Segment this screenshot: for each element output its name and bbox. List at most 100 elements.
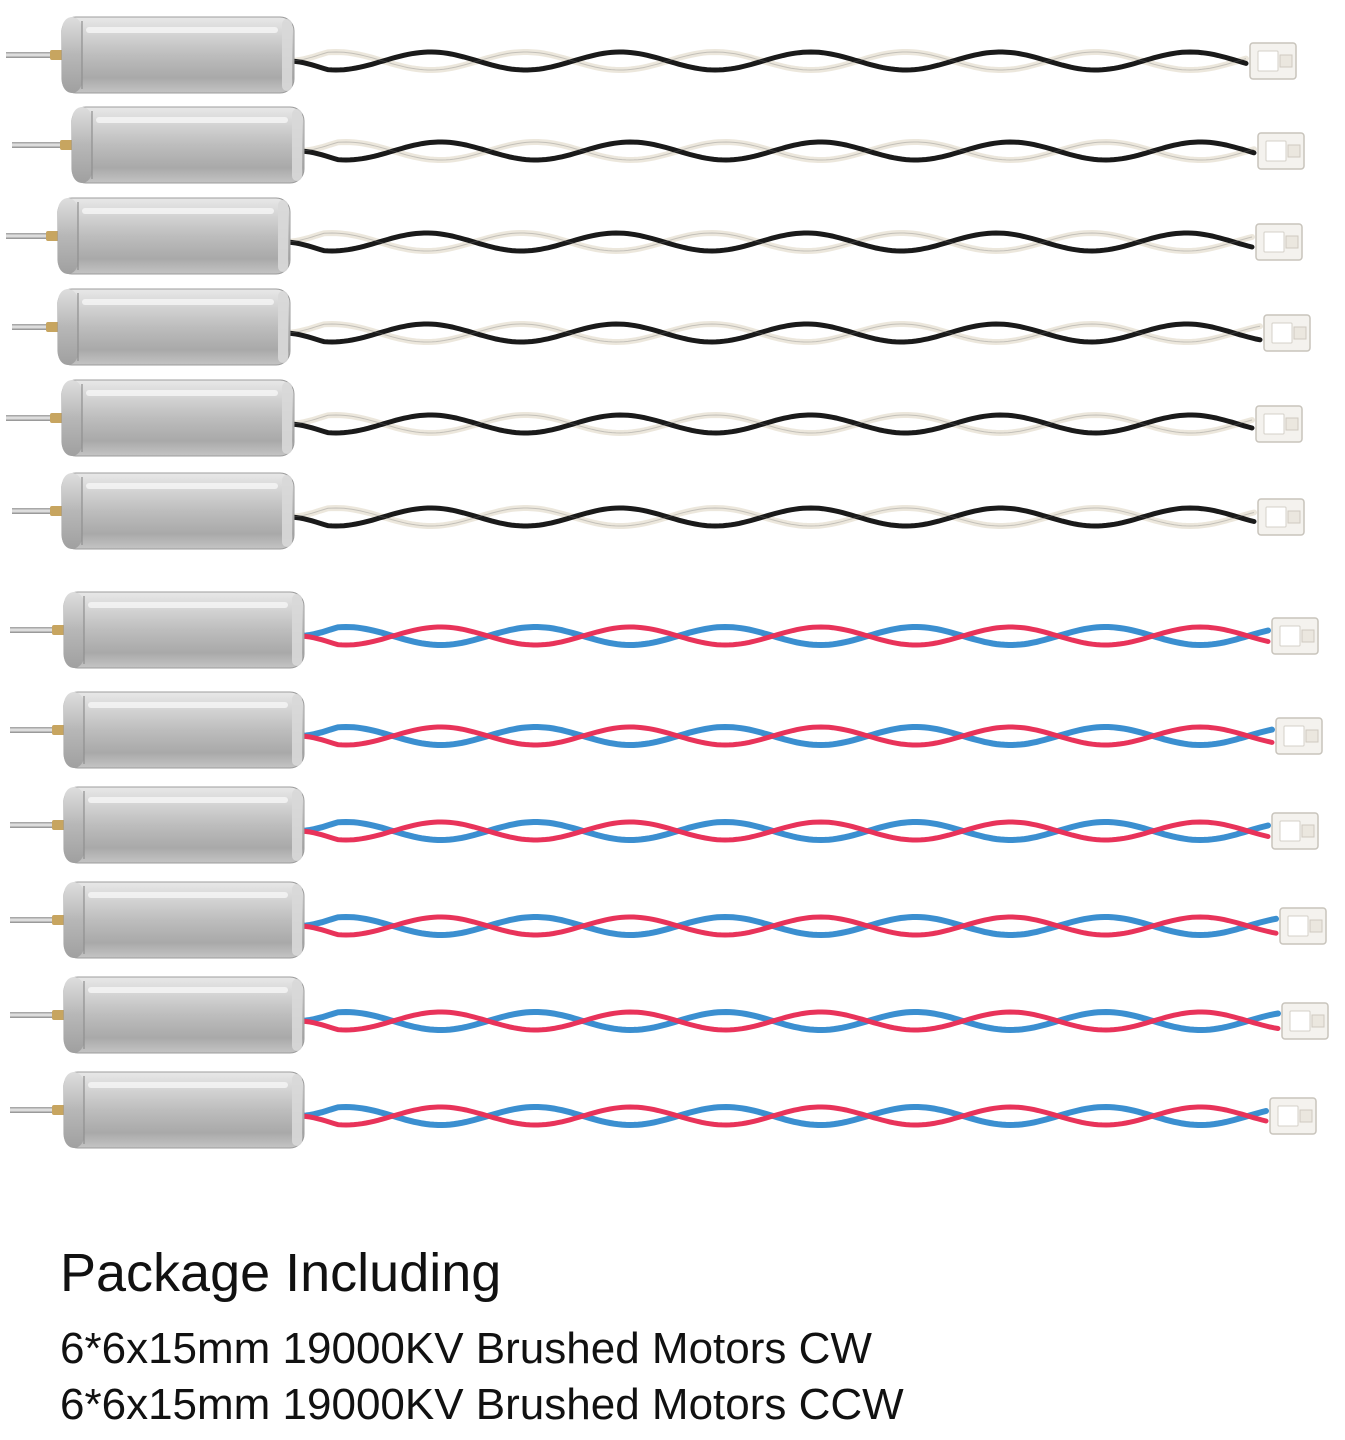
connector-latch: [1287, 510, 1301, 524]
wire: [285, 411, 1255, 437]
motor-bushing: [50, 506, 64, 516]
wire-outline: [283, 323, 1261, 343]
motor-shaft: [10, 1012, 68, 1018]
motor-rear-cap: [292, 109, 302, 181]
wire: [281, 321, 1263, 345]
connector-socket: [1289, 1010, 1311, 1032]
motor-shaft: [6, 415, 66, 421]
motor-shaft: [10, 917, 68, 923]
wire: [285, 504, 1257, 530]
motor-highlight: [86, 390, 278, 396]
motor-ccw-3: [10, 786, 1319, 864]
connector-latch: [1285, 235, 1299, 249]
motor-shaft: [12, 324, 62, 330]
motor-cw-3: [6, 197, 1303, 275]
motor-ccw-1: [10, 591, 1319, 669]
motor-bushing: [52, 625, 66, 635]
motor-rear-cap: [278, 291, 288, 363]
wire: [295, 724, 1275, 748]
motor-rear-cap: [292, 594, 302, 666]
motor-highlight: [88, 702, 288, 708]
connector-latch: [1305, 729, 1319, 743]
motor-shaft: [10, 627, 68, 633]
motor-group-ccw: [10, 591, 1329, 1149]
motor-end-cap: [64, 592, 84, 668]
connector-latch: [1285, 417, 1299, 431]
motor-bushing: [52, 915, 66, 925]
connector-latch: [1293, 326, 1307, 340]
connector-socket: [1265, 506, 1287, 528]
motor-bushing: [46, 231, 60, 241]
motor-end-cap: [64, 787, 84, 863]
package-item-ccw: 6*6x15mm 19000KV Brushed Motors CCW: [60, 1380, 904, 1429]
connector-socket: [1283, 725, 1305, 747]
connector-latch: [1299, 1109, 1313, 1123]
connector-socket: [1263, 231, 1285, 253]
wire-outline: [287, 51, 1247, 71]
motor-end-cap: [58, 198, 78, 274]
wire: [281, 230, 1255, 254]
motor-highlight: [86, 27, 278, 33]
motor-rear-cap: [292, 884, 302, 956]
motor-rear-cap: [292, 1074, 302, 1146]
motor-shaft: [6, 52, 66, 58]
product-illustration: [6, 16, 1329, 1149]
motor-end-cap: [64, 1072, 84, 1148]
motor-end-cap: [62, 380, 82, 456]
wire: [295, 139, 1257, 163]
motor-end-cap: [72, 107, 92, 183]
motor-ccw-2: [10, 691, 1323, 769]
wire: [285, 412, 1255, 436]
connector-latch: [1301, 824, 1315, 838]
connector-socket: [1265, 140, 1287, 162]
motor-bushing: [46, 322, 60, 332]
motor-bushing: [52, 1010, 66, 1020]
motor-rear-cap: [278, 200, 288, 272]
motor-end-cap: [58, 289, 78, 365]
motor-highlight: [82, 208, 274, 214]
wire-outline: [287, 414, 1253, 434]
motor-cw-2: [12, 106, 1305, 184]
wire: [295, 624, 1271, 648]
connector-socket: [1263, 413, 1285, 435]
motor-highlight: [88, 987, 288, 993]
motor-end-cap: [64, 977, 84, 1053]
motor-shaft: [10, 727, 68, 733]
motor-cw-6: [12, 472, 1305, 550]
wire: [295, 623, 1271, 649]
wire: [295, 913, 1279, 939]
motor-rear-cap: [292, 789, 302, 861]
motor-highlight: [88, 602, 288, 608]
motor-end-cap: [62, 473, 82, 549]
wire: [295, 1009, 1281, 1033]
motor-rear-cap: [292, 979, 302, 1051]
motor-cw-5: [6, 379, 1303, 457]
wire: [285, 49, 1249, 73]
motor-rear-cap: [282, 19, 292, 91]
motor-bushing: [60, 140, 74, 150]
connector-latch: [1309, 919, 1323, 933]
wire: [295, 818, 1271, 844]
motor-highlight: [96, 117, 288, 123]
motor-shaft: [6, 233, 62, 239]
motor-cw-1: [6, 16, 1297, 94]
connector-latch: [1311, 1014, 1325, 1028]
wire: [281, 229, 1255, 255]
wire: [295, 1008, 1281, 1034]
motor-rear-cap: [292, 694, 302, 766]
wire-outline: [283, 232, 1253, 252]
motor-cw-4: [12, 288, 1311, 366]
package-heading: Package Including: [60, 1243, 502, 1303]
motor-ccw-6: [10, 1071, 1317, 1149]
motor-bushing: [52, 820, 66, 830]
wire: [295, 723, 1275, 749]
wire: [281, 320, 1263, 346]
connector-socket: [1279, 820, 1301, 842]
motor-highlight: [88, 1082, 288, 1088]
connector-socket: [1277, 1105, 1299, 1127]
wire: [295, 1104, 1269, 1128]
motor-rear-cap: [282, 382, 292, 454]
motor-bushing: [50, 50, 64, 60]
wire-outline: [297, 141, 1255, 161]
package-item-cw: 6*6x15mm 19000KV Brushed Motors CW: [60, 1324, 872, 1373]
